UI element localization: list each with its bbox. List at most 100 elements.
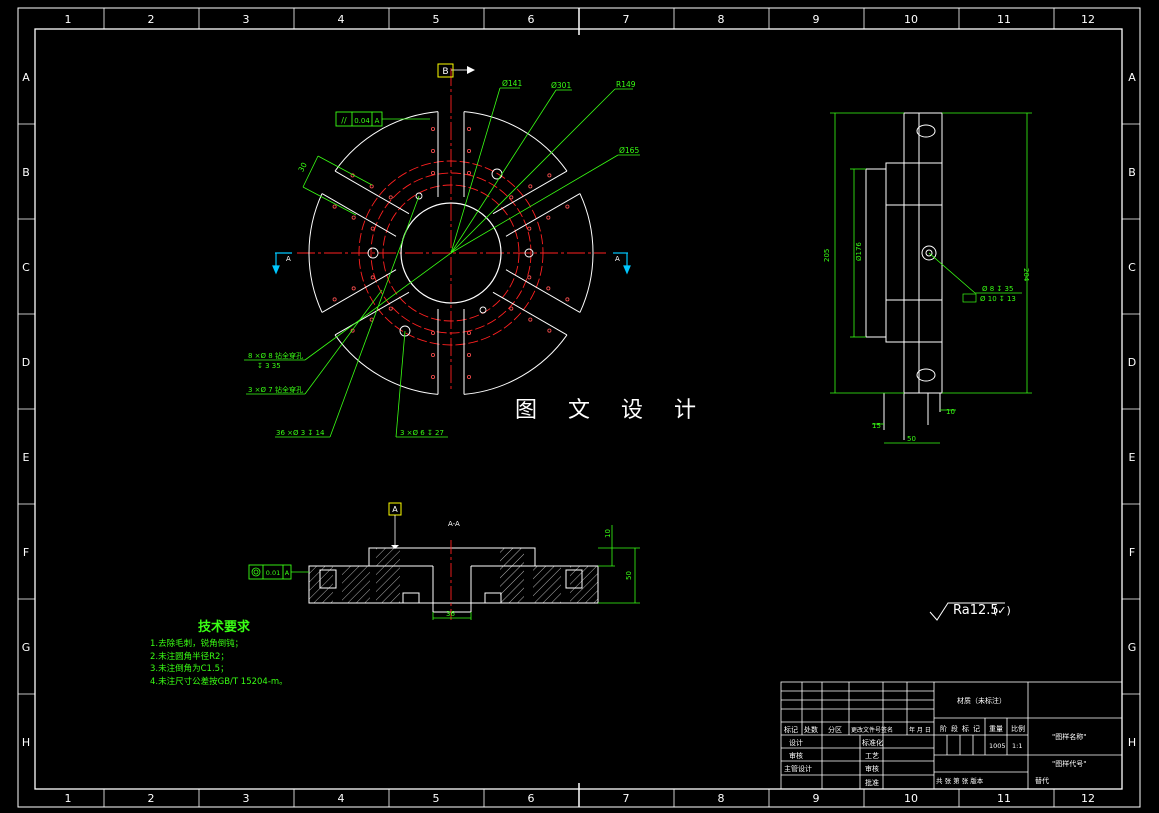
drawing-frame	[17, 7, 1141, 808]
wheel-slot-edge	[334, 170, 410, 215]
tech-req-item: 1.去除毛刺，锐角倒钝；	[150, 639, 244, 649]
pin-hole	[509, 306, 514, 311]
pin-hole	[547, 173, 552, 178]
row-approve2: 批准	[865, 778, 879, 787]
col-label: 9	[813, 792, 820, 805]
wheel-slot-edge	[321, 269, 397, 313]
title-block	[780, 681, 1123, 790]
side-dim-d176: Ø176	[855, 242, 863, 261]
stage-header-2: 段	[951, 724, 958, 733]
col-label: 1	[65, 792, 72, 805]
row-label: A	[22, 71, 30, 84]
col-label: 7	[623, 792, 630, 805]
wheel-slot-edge	[334, 291, 410, 336]
section-view: A A-A 0.01 A 10 50 36	[248, 502, 640, 620]
section-dim-50: 50	[625, 571, 633, 580]
side-hole-note-2: Ø 10 ↧ 13	[980, 295, 1016, 303]
wheel-outer-arc	[463, 334, 568, 395]
hole-note-1: 8 ×Ø 8 钻全穿孔	[248, 351, 303, 360]
pin-hole	[466, 170, 471, 175]
section-title: A-A	[448, 520, 460, 528]
pin-hole	[528, 184, 533, 189]
pin-hole	[430, 352, 435, 357]
row-label: C	[22, 261, 30, 274]
row-label: D	[22, 356, 30, 369]
wheel-slot-edge	[492, 291, 568, 336]
pin-hole	[430, 330, 435, 335]
side-view	[865, 112, 943, 440]
weight-value: 1005	[989, 742, 1006, 750]
row-design: 设计	[789, 738, 803, 747]
row-label: D	[1128, 356, 1136, 369]
watermark: 图 文 设 计	[515, 398, 708, 423]
pin-hole	[350, 328, 355, 333]
pin-hole	[388, 195, 393, 200]
col-header-change: 更改文件号签名	[851, 726, 893, 734]
pin-hole	[369, 184, 374, 189]
pin-hole	[370, 226, 375, 231]
col-label: 12	[1081, 13, 1095, 26]
dim-d301: Ø301	[551, 81, 571, 90]
row-label: H	[22, 736, 30, 749]
dim-30: 30	[296, 161, 309, 174]
wheel-outer-arc	[334, 111, 439, 172]
row-label: G	[1128, 641, 1137, 654]
col-label: 4	[338, 13, 345, 26]
hole-note-3: 36 ×Ø 3 ↧ 14	[276, 429, 325, 437]
surface-finish-suffix: (✓)	[993, 604, 1011, 617]
col-label: 3	[243, 792, 250, 805]
pin-hole	[565, 204, 570, 209]
pin-hole	[466, 352, 471, 357]
pin-hole	[466, 127, 471, 132]
hole-note-2: 3 ×Ø 7 钻全穿孔	[248, 385, 303, 394]
col-label: 4	[338, 792, 345, 805]
row-label: G	[22, 641, 31, 654]
tech-req-title: 技术要求	[198, 620, 251, 635]
pin-hole	[430, 374, 435, 379]
flatness-ref: A	[375, 117, 380, 125]
weight-label: 重量	[989, 725, 1003, 733]
wheel-slot-edge	[505, 269, 581, 313]
col-label: 6	[528, 792, 535, 805]
row-standard: 标准化	[862, 738, 883, 747]
scale-label: 比例	[1011, 724, 1025, 733]
hole-note-4: 3 ×Ø 6 ↧ 27	[400, 429, 444, 437]
pin-hole	[351, 286, 356, 291]
pin-hole	[565, 297, 570, 302]
frame-labels: 1 2 3 4 5 6 7 8 9 10 11 12 1 2 3 4 5 6 7…	[22, 13, 1137, 805]
technical-requirements: 技术要求 1.去除毛刺，锐角倒钝； 2.未注圆角半径R2； 3.未注倒角为C1.…	[150, 616, 288, 688]
col-label: 5	[433, 792, 440, 805]
section-dim-36: 36	[446, 610, 455, 618]
pin-hole	[466, 148, 471, 153]
col-label: 7	[623, 13, 630, 26]
col-label: 10	[904, 792, 918, 805]
row-label: H	[1128, 736, 1136, 749]
wheel-outer-arc	[308, 193, 323, 313]
side-dim-10: 10	[946, 408, 955, 416]
tech-req-item: 4.未注尺寸公差按GB/T 15204-m。	[150, 676, 288, 687]
pin-hole	[527, 226, 532, 231]
row-approve: 审核	[865, 764, 879, 773]
concentricity-value: 0.01	[266, 569, 280, 577]
pin-hole	[546, 286, 551, 291]
pin-hole	[370, 275, 375, 280]
col-label: 5	[433, 13, 440, 26]
row-label: F	[23, 546, 29, 559]
stage-header-1: 阶	[940, 724, 947, 733]
side-dim-204: 204	[1022, 268, 1030, 282]
stage-header-3: 标	[962, 724, 969, 733]
flatness-value: 0.04	[354, 117, 370, 125]
flatness-symbol: //	[341, 116, 347, 125]
tech-req-item: 3.未注倒角为C1.5；	[150, 664, 229, 674]
pin-hole	[466, 330, 471, 335]
row-chief: 主管设计	[784, 764, 812, 773]
row-label: C	[1128, 261, 1136, 274]
pin-hole	[547, 328, 552, 333]
col-label: 10	[904, 13, 918, 26]
col-label: 2	[148, 13, 155, 26]
wheel-outer-arc	[463, 111, 568, 172]
col-label: 9	[813, 13, 820, 26]
hole-note-1-depth: ↧ 3 35	[257, 362, 281, 370]
col-label: 11	[997, 13, 1011, 26]
